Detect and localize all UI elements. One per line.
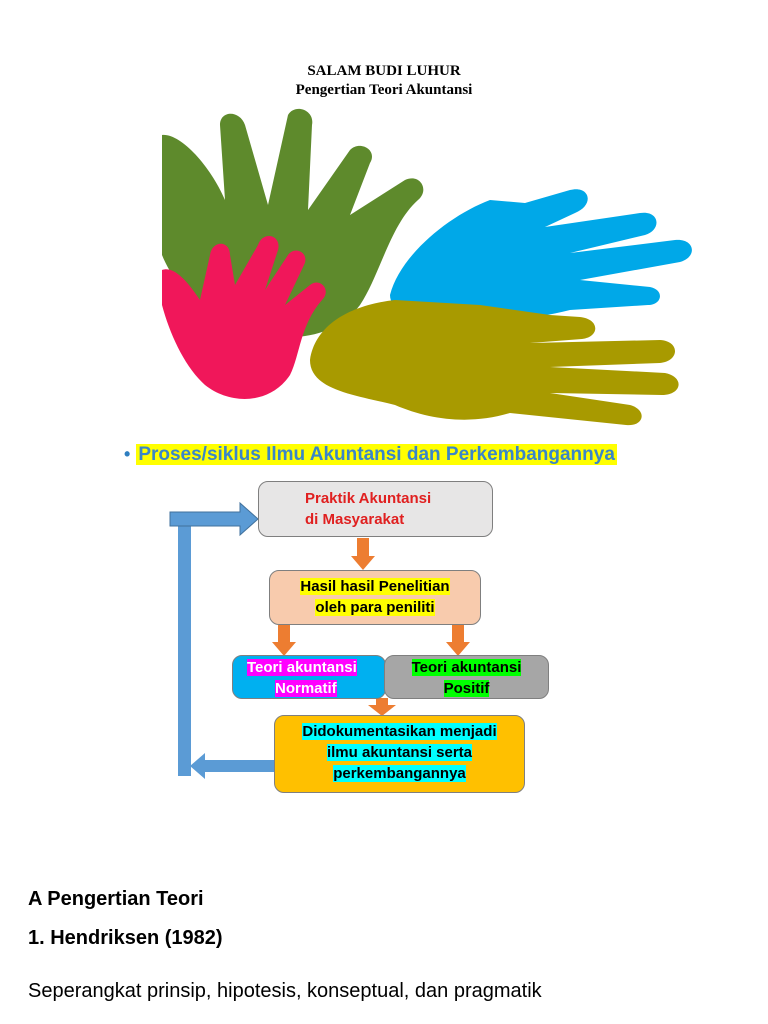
section-title: A Pengertian Teori (28, 888, 204, 910)
colorful-hands-illustration (162, 108, 692, 426)
flow-box-praktik: Praktik Akuntansi di Masyarakat (258, 481, 493, 537)
section-subtitle: 1. Hendriksen (1982) (28, 927, 223, 949)
normatif-line-1: Teori akuntansi (247, 659, 357, 676)
loop-arrow-bottom (190, 753, 274, 779)
loop-vertical-bar (178, 519, 191, 776)
section-paragraph: Seperangkat prinsip, hipotesis, konseptu… (28, 980, 542, 1002)
arrow-hasil-to-positif (446, 625, 470, 656)
dokumentasi-line-1: Didokumentasikan menjadi (302, 723, 497, 740)
hasil-line-1: Hasil hasil Penelitian (300, 578, 450, 595)
dokumentasi-line-3: perkembangannya (333, 765, 466, 782)
arrow-to-dokumentasi (368, 698, 396, 716)
flow-box-dokumentasi: Didokumentasikan menjadi ilmu akuntansi … (274, 715, 525, 793)
bullet-heading-text: Proses/siklus Ilmu Akuntansi dan Perkemb… (136, 444, 617, 465)
bullet-icon: • (124, 444, 131, 464)
dokumentasi-line-2: ilmu akuntansi serta (326, 744, 473, 761)
blue-hand (390, 189, 692, 322)
bullet-heading: •Proses/siklus Ilmu Akuntansi dan Perkem… (124, 444, 617, 466)
positif-line-1: Teori akuntansi (411, 659, 522, 676)
arrow-hasil-to-normatif (272, 625, 296, 656)
document-header-subtitle: Pengertian Teori Akuntansi (295, 82, 473, 98)
arrow-praktik-to-hasil (351, 538, 375, 570)
flow-box-positif: Teori akuntansi Positif (384, 655, 549, 699)
positif-line-2: Positif (443, 680, 490, 697)
flow-box-hasil: Hasil hasil Penelitian oleh para penilit… (269, 570, 481, 625)
olive-hand (310, 300, 679, 426)
normatif-line-2: Normatif (275, 680, 337, 697)
document-header-title: SALAM BUDI LUHUR (307, 63, 461, 79)
praktik-line-2: di Masyarakat (305, 511, 405, 528)
praktik-line-1: Praktik Akuntansi (305, 490, 432, 507)
flow-box-normatif: Teori akuntansi Normatif (232, 655, 386, 699)
red-hand (162, 235, 326, 399)
hasil-line-2: oleh para peniliti (315, 599, 435, 616)
loop-arrow-top (169, 501, 259, 537)
